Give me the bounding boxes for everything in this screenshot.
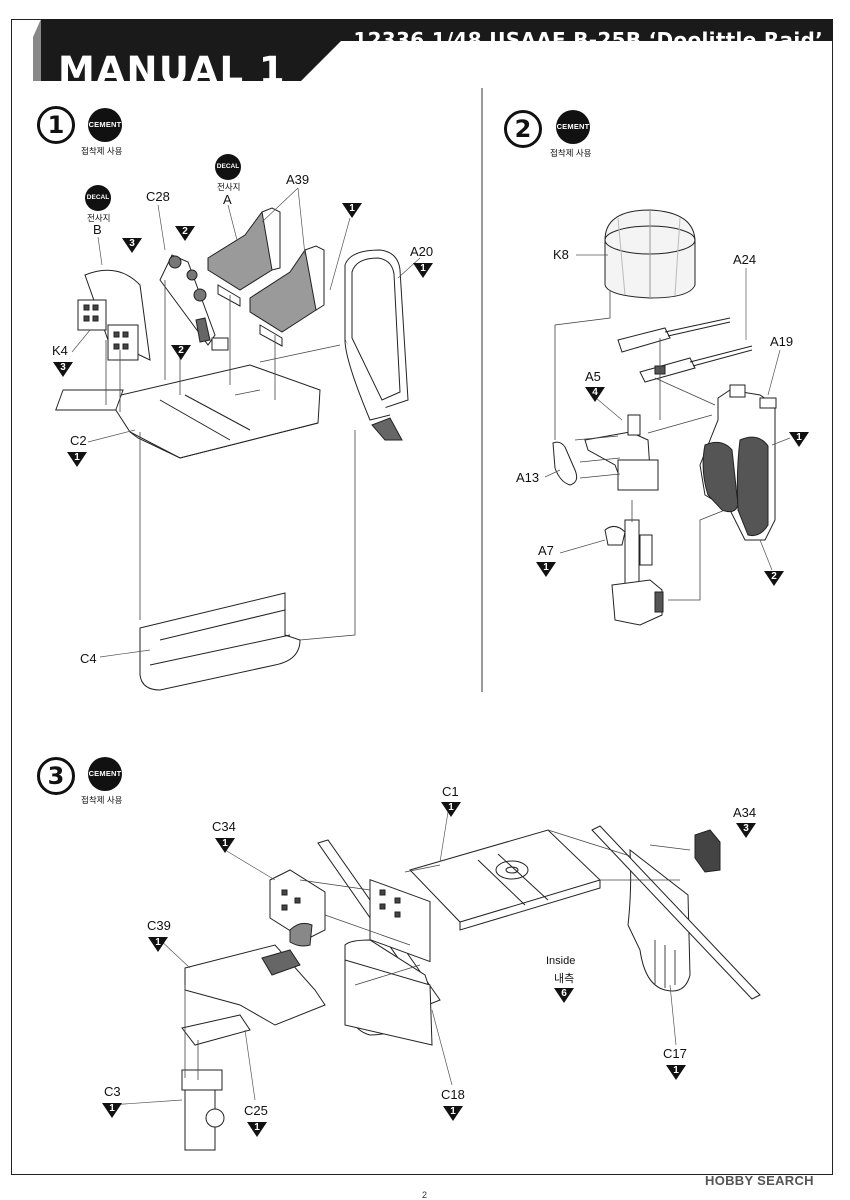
cement-icon: CEMENT (88, 757, 122, 791)
inside-note-ko: 내측 (554, 973, 575, 985)
step-marker: 2 (175, 226, 195, 241)
decal-note: 전사지 (217, 182, 241, 192)
decal-note: 전사지 (87, 213, 111, 223)
step-marker: 1 (666, 1065, 686, 1080)
part-label: B (93, 222, 102, 237)
part-label: K8 (553, 247, 569, 262)
part-label: C2 (70, 433, 87, 448)
part-label: C4 (80, 651, 97, 666)
part-label: A19 (770, 334, 794, 349)
step-marker: 1 (148, 937, 168, 952)
cement-icon: CEMENT (556, 110, 590, 144)
watermark-brand: HOBBY SEARCH (705, 1173, 814, 1188)
part-label: C28 (146, 189, 170, 204)
part-label: A20 (410, 244, 434, 259)
step-marker: 4 (585, 387, 605, 402)
step-marker: 1 (67, 452, 87, 467)
step-marker: 3 (736, 823, 756, 838)
step-marker: 2 (171, 345, 191, 360)
part-label: C25 (244, 1103, 268, 1118)
step-marker: 3 (122, 238, 142, 253)
step-3-number: 3 (37, 757, 75, 795)
cement-note: 접착제 사용 (550, 148, 592, 158)
part-label: C3 (104, 1084, 121, 1099)
part-label: A34 (733, 805, 757, 820)
header-banner (33, 19, 833, 81)
step3-fuselage-interior (109, 811, 761, 1151)
part-label: C34 (212, 819, 236, 834)
step-marker: 2 (764, 571, 784, 586)
part-label: C17 (663, 1046, 687, 1061)
step2-turret-gun (544, 209, 791, 626)
decal-icon: DECAL (215, 154, 241, 180)
part-label: A13 (516, 470, 540, 485)
page-number: 2 (422, 1190, 428, 1200)
manual-title: MANUAL 1 (58, 49, 287, 92)
step-marker: 1 (443, 1106, 463, 1121)
step-marker: 6 (554, 988, 574, 1003)
part-label: A (223, 192, 232, 207)
inside-note: Inside (546, 955, 576, 967)
step1-cockpit-floor (55, 187, 421, 691)
part-label: C18 (441, 1087, 465, 1102)
step-marker: 1 (536, 562, 556, 577)
step-marker: 1 (789, 432, 809, 447)
step-marker: 1 (247, 1122, 267, 1137)
step-marker: 1 (215, 838, 235, 853)
step-2-number: 2 (504, 110, 542, 148)
cement-note: 접착제 사용 (81, 795, 123, 805)
cement-note: 접착제 사용 (81, 146, 123, 156)
part-label: A7 (538, 543, 554, 558)
part-label: C1 (442, 784, 459, 799)
manual-header: MANUAL 1 12336 1/48 USAAF B-25B ‘Doolitt… (11, 19, 833, 92)
part-label: K4 (52, 343, 68, 358)
step-1-number: 1 (37, 106, 75, 144)
part-label: A39 (286, 172, 310, 187)
part-label: A24 (733, 252, 757, 267)
step-marker: 1 (342, 203, 362, 218)
cement-icon: CEMENT (88, 108, 122, 142)
part-label: C39 (147, 918, 171, 933)
decal-icon: DECAL (85, 185, 111, 211)
step-marker: 3 (53, 362, 73, 377)
step-marker: 1 (441, 802, 461, 817)
step-marker: 1 (413, 263, 433, 278)
kit-title: 12336 1/48 USAAF B-25B ‘Doolittle Raid’ (353, 28, 823, 52)
step-marker: 1 (102, 1103, 122, 1118)
part-label: A5 (585, 369, 601, 384)
